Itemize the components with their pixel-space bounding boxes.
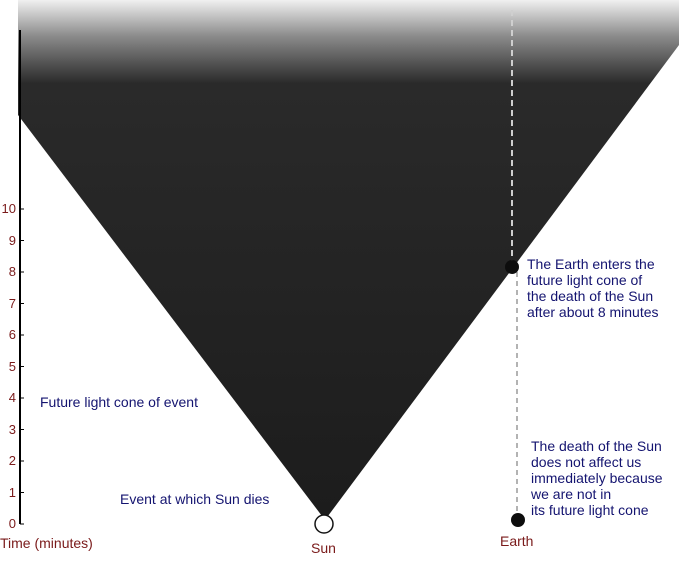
not-affected-note: The death of the Sun does not affect us … [531,438,663,518]
event-label: Event at which Sun dies [120,491,270,507]
note-line: future light cone of [527,272,643,288]
cone-label: Future light cone of event [40,394,198,410]
note-line: we are not in [531,486,612,502]
earth-enters-note: The Earth enters the future light cone o… [527,256,659,320]
earth-marker [511,513,525,527]
time-tick-label: 6 [8,327,16,342]
sun-label: Sun [311,540,336,556]
time-tick-label: 7 [8,295,16,311]
time-tick-label: 8 [8,264,16,279]
note-line: the death of the Sun [527,288,654,304]
time-tick-label: 4 [8,390,16,405]
note-line: The Earth enters the [527,256,655,272]
time-tick-label: 5 [8,358,16,374]
earth-label: Earth [500,533,534,549]
note-line: after about 8 minutes [527,304,659,320]
note-line: The death of the Sun [531,438,662,454]
time-tick-label: 2 [8,453,16,468]
time-tick-label: 9 [8,232,16,248]
time-axis-label: Time (minutes) [0,535,93,551]
earth-enters-cone-marker [505,260,519,274]
time-tick-label: 10 [1,201,16,216]
note-line: does not affect us [531,454,642,470]
future-light-cone [18,0,679,520]
note-line: immediately because [531,470,663,486]
time-tick-label: 0 [8,516,16,531]
sun-event-marker [314,514,334,534]
note-line: its future light cone [531,502,649,518]
time-axis-ticks [20,208,24,525]
time-tick-label: 1 [8,484,16,500]
time-tick-label: 3 [8,421,16,437]
